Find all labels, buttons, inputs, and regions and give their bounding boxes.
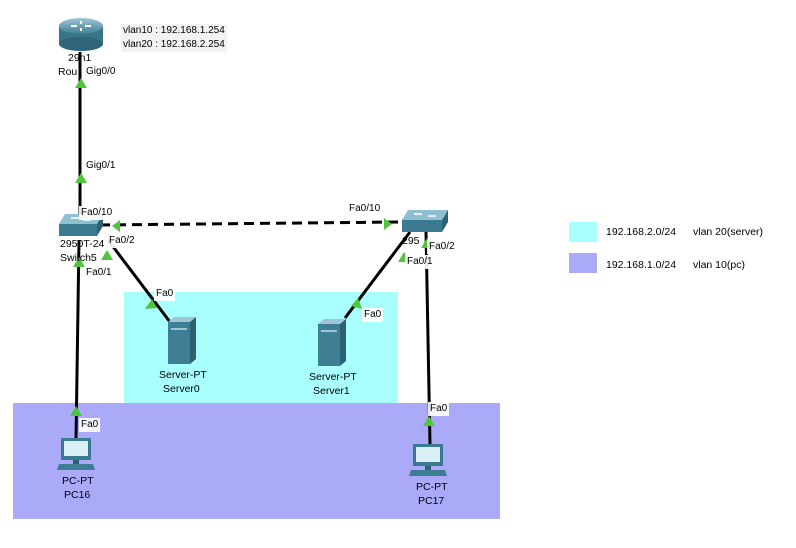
legend-vlan-pc: vlan 10(pc) — [693, 259, 745, 271]
pc16[interactable] — [57, 436, 97, 472]
pc-icon — [409, 444, 447, 476]
port-label-server1-fa0: Fa0 — [362, 308, 384, 322]
router-name-label: Rou — [58, 66, 78, 78]
port-label-pc17-fa0: Fa0 — [428, 402, 450, 416]
server0-type-label: Server-PT — [159, 369, 207, 381]
server1-name-label: Server1 — [313, 385, 350, 397]
router-model-label: 29n1 — [68, 52, 92, 64]
legend-swatch-server — [569, 222, 597, 242]
pc17[interactable] — [409, 442, 449, 478]
link-up-indicator — [73, 257, 85, 267]
port-label-switch5-fa01: Fa0/1 — [84, 266, 114, 280]
link-up-indicator — [145, 299, 157, 309]
port-label-switch5-gig01: Gig0/1 — [84, 159, 118, 173]
router-vlan20-info: vlan20 : 192.168.2.254 — [121, 38, 227, 52]
port-label-router-gig00: Gig0/0 — [84, 65, 118, 79]
link-switch5-pc16[interactable] — [74, 239, 81, 441]
server-icon — [318, 319, 346, 366]
legend-network-server: 192.168.2.0/24 — [606, 226, 677, 238]
legend-network-pc: 192.168.1.0/24 — [606, 259, 677, 271]
link-up-indicator — [384, 218, 392, 230]
link-switch5-switchright[interactable] — [99, 220, 401, 227]
link-switch5-server0[interactable] — [106, 239, 172, 323]
pc16-type-label: PC-PT — [62, 475, 94, 487]
link-up-indicator — [101, 250, 113, 260]
router-vlan10-info: vlan10 : 192.168.1.254 — [121, 24, 227, 38]
legend-vlan-server: vlan 20(server) — [693, 226, 764, 238]
server1[interactable] — [316, 318, 348, 368]
port-label-switchright-fa02: Fa0/2 — [427, 240, 457, 254]
pc-icon — [57, 438, 95, 470]
port-label-switch5-fa010: Fa0/10 — [79, 206, 115, 220]
pc17-name-label: PC17 — [418, 495, 445, 507]
link-up-indicator — [70, 406, 82, 416]
port-label-switchright-fa010: Fa0/10 — [347, 202, 383, 216]
switchright-model-label: 295 — [402, 235, 420, 247]
link-up-indicator — [351, 298, 362, 309]
server0[interactable] — [166, 316, 198, 366]
switch5-name-label: Switch5 — [60, 252, 97, 264]
port-label-pc16-fa0: Fa0 — [79, 418, 101, 432]
router-2901[interactable] — [57, 16, 105, 52]
link-up-indicator — [112, 220, 120, 232]
link-up-indicator — [423, 416, 435, 426]
switch-icon — [402, 210, 448, 232]
server0-name-label: Server0 — [163, 383, 200, 395]
pc17-type-label: PC-PT — [416, 481, 448, 493]
legend-swatch-pc — [569, 253, 597, 273]
server1-type-label: Server-PT — [309, 371, 357, 383]
port-label-switchright-fa01: Fa0/1 — [405, 255, 435, 269]
pc16-name-label: PC16 — [64, 489, 91, 501]
link-up-indicator — [75, 173, 87, 183]
server-icon — [168, 317, 196, 364]
switch-right[interactable] — [400, 208, 450, 234]
port-label-switch5-fa02: Fa0/2 — [107, 234, 137, 248]
router-icon — [59, 18, 103, 51]
link-up-indicator — [75, 78, 87, 88]
switch5-model-label: 2950T-24 — [60, 238, 105, 250]
port-label-server0-fa0: Fa0 — [154, 287, 176, 301]
